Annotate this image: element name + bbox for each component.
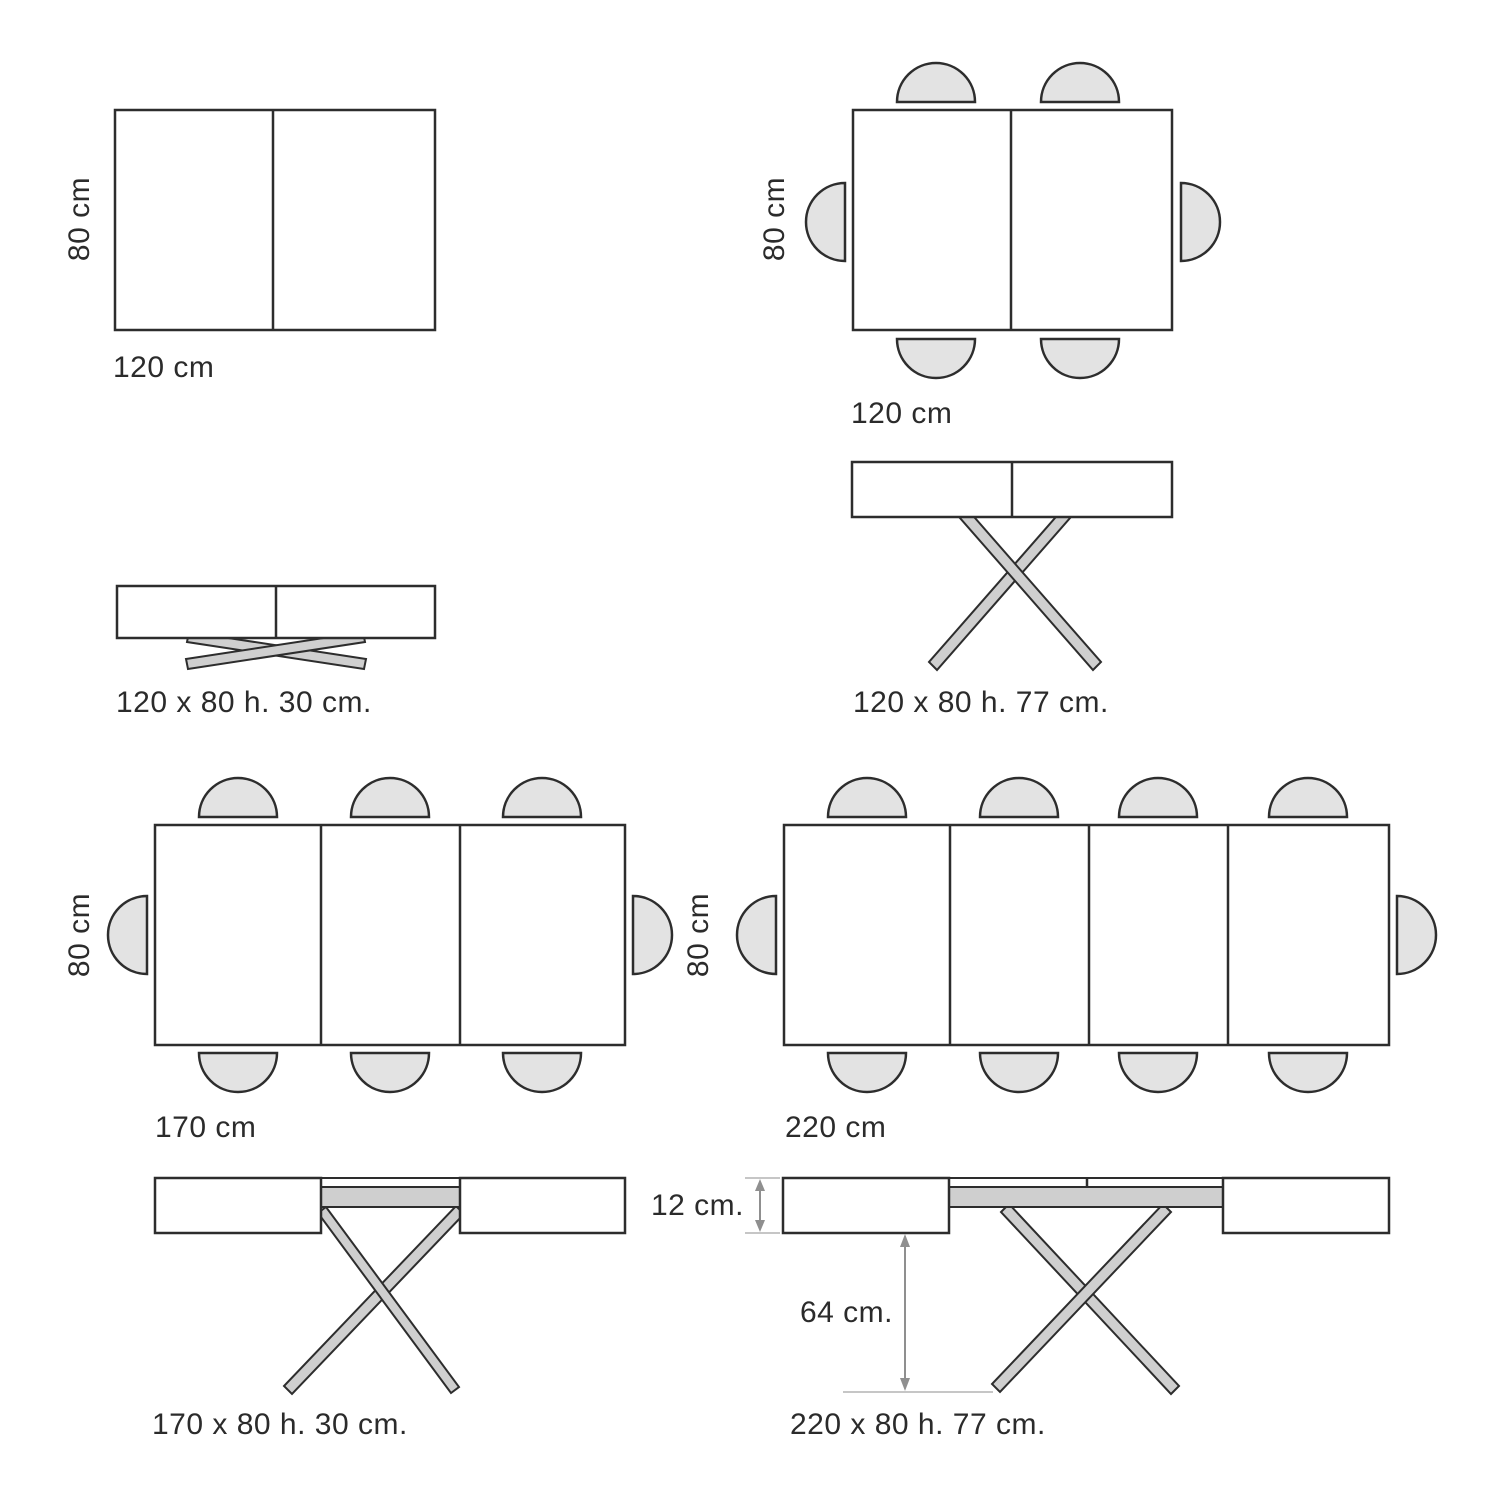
top-thickness-label: 12 cm. — [650, 1189, 744, 1222]
x-leg — [990, 1202, 1173, 1394]
table-leaf-outline — [458, 1176, 627, 1235]
chair-icon — [631, 894, 674, 976]
height-dimension-label: 80 cm — [682, 892, 715, 978]
leg-clearance-label: 64 cm. — [799, 1296, 893, 1329]
chair-icon — [1267, 1051, 1349, 1094]
x-leg — [999, 1202, 1181, 1396]
size-caption: 220 x 80 h. 77 cm. — [790, 1408, 1046, 1441]
diagram-extended-side-170 — [153, 1176, 627, 1396]
diagram-extended-side-220 — [745, 1176, 1391, 1396]
size-caption: 120 x 80 h. 30 cm. — [116, 686, 372, 719]
chair-icon — [978, 776, 1060, 819]
chair-icon — [1117, 776, 1199, 819]
diagram-closed-side-high — [850, 460, 1174, 672]
table-leaf-outline — [781, 1176, 951, 1235]
chair-icon — [826, 776, 908, 819]
table-top-outline — [113, 108, 437, 332]
width-dimension-label: 170 cm — [155, 1111, 257, 1144]
diagram-closed-side-low — [115, 584, 437, 671]
chair-icon — [1039, 337, 1121, 380]
table-top-outline — [782, 823, 1391, 1047]
chair-icon — [106, 894, 149, 976]
x-leg — [927, 508, 1072, 672]
chair-icon — [1117, 1051, 1199, 1094]
arrow-up-icon — [900, 1234, 910, 1247]
width-dimension-label: 120 cm — [113, 351, 215, 384]
arrow-up-icon — [755, 1179, 765, 1191]
diagram-extended-top-170 — [106, 776, 674, 1094]
extension-leaf-edge — [320, 1177, 461, 1188]
chair-icon — [895, 337, 977, 380]
chair-icon — [197, 1051, 279, 1094]
height-dimension-label: 80 cm — [63, 176, 96, 262]
width-dimension-label: 120 cm — [851, 397, 953, 430]
chair-icon — [978, 1051, 1060, 1094]
table-leaf-outline — [1221, 1176, 1391, 1235]
diagram-closed-top-view — [113, 108, 437, 332]
size-caption: 170 x 80 h. 30 cm. — [152, 1408, 408, 1441]
table-top-outline — [851, 108, 1174, 332]
size-caption: 120 x 80 h. 77 cm. — [853, 686, 1109, 719]
height-dimension-label: 80 cm — [63, 892, 96, 978]
chair-icon — [826, 1051, 908, 1094]
chair-icon — [197, 776, 279, 819]
table-leaf-outline — [153, 1176, 323, 1235]
chair-icon — [349, 776, 431, 819]
x-leg — [184, 630, 367, 671]
chair-icon — [1395, 894, 1438, 976]
x-leg — [958, 508, 1103, 672]
chair-icon — [1179, 181, 1222, 263]
table-top-outline — [153, 823, 627, 1047]
chair-icon — [349, 1051, 431, 1094]
arrow-down-icon — [755, 1220, 765, 1232]
chair-icon — [501, 776, 583, 819]
chair-icon — [1039, 61, 1121, 104]
arrow-down-icon — [900, 1378, 910, 1391]
extension-mechanism-bar — [948, 1186, 1224, 1208]
extension-mechanism-bar — [320, 1186, 461, 1208]
chair-icon — [895, 61, 977, 104]
diagram-closed-top-view-seats — [804, 61, 1222, 380]
chair-icon — [1267, 776, 1349, 819]
chair-icon — [735, 894, 778, 976]
diagram-extended-top-220 — [735, 776, 1438, 1094]
height-dimension-label: 80 cm — [758, 176, 791, 262]
chair-icon — [804, 181, 847, 263]
width-dimension-label: 220 cm — [785, 1111, 887, 1144]
chair-icon — [501, 1051, 583, 1094]
